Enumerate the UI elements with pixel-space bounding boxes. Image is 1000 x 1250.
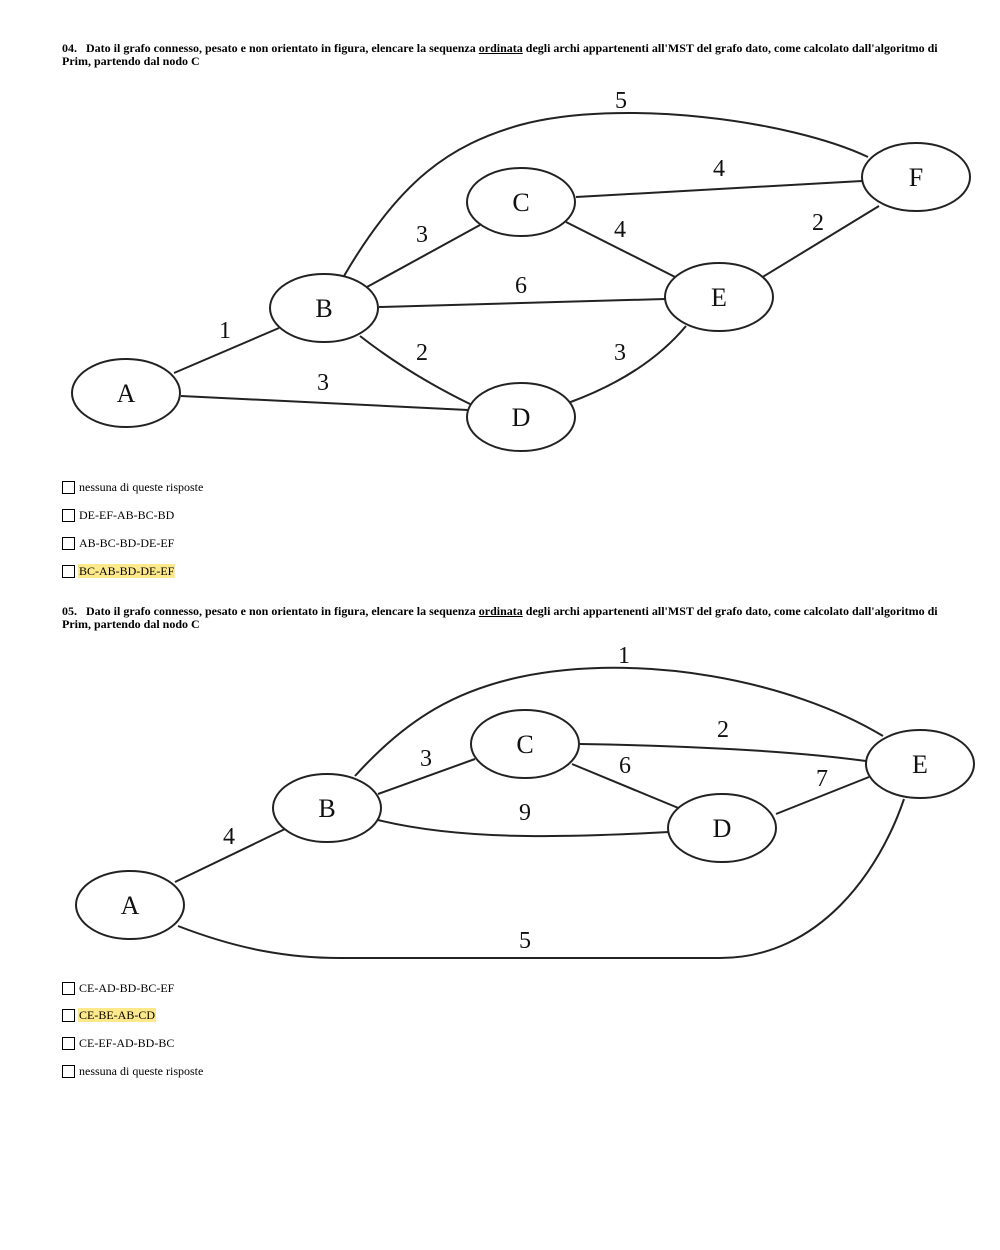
node-b	[269, 273, 379, 343]
edge-weight: 1	[618, 643, 630, 669]
checkbox[interactable]	[62, 1064, 75, 1078]
node-e	[664, 262, 774, 332]
edge-weight: 1	[219, 318, 231, 344]
edge-a-d	[180, 395, 469, 411]
edge-weight: 6	[619, 753, 631, 779]
node-label: B	[315, 294, 332, 323]
edge-weight: 2	[416, 340, 428, 366]
checkbox[interactable]	[62, 536, 75, 550]
edge-b-c	[366, 224, 481, 288]
question-number: 04.	[62, 41, 77, 55]
question-05: 05. Dato il grafo connesso, pesato e non…	[62, 605, 987, 631]
edge-b-e	[354, 666, 884, 777]
edge-weight: 3	[420, 746, 432, 772]
node-d	[466, 382, 576, 452]
edge-weight: 2	[812, 210, 824, 236]
edge-weight: 3	[416, 222, 428, 248]
answer-option[interactable]: nessuna di queste risposte	[62, 1063, 204, 1079]
answer-option[interactable]: DE-EF-AB-BC-BD	[62, 507, 175, 523]
checkbox[interactable]	[62, 480, 75, 494]
edge-weight: 5	[519, 928, 531, 954]
edge-weight: 4	[223, 824, 235, 850]
node-label: E	[912, 750, 928, 779]
answer-option[interactable]: CE-BE-AB-CD	[62, 1007, 156, 1023]
option-label-highlighted: CE-BE-AB-CD	[78, 1008, 156, 1022]
option-label: CE-AD-BD-BC-EF	[79, 981, 175, 995]
node-label: E	[711, 283, 727, 312]
node-c	[466, 167, 576, 237]
answer-option[interactable]: CE-AD-BD-BC-EF	[62, 980, 175, 996]
option-label: nessuna di queste risposte	[79, 1064, 204, 1078]
edge-weight: 5	[615, 88, 627, 114]
edge-weight: 9	[519, 800, 531, 826]
answer-option[interactable]: nessuna di queste risposte	[62, 479, 204, 495]
edge-b-d	[359, 335, 473, 406]
graph-05-svg: A B C D E 4 5 3 9 1 2 6 7	[75, 643, 975, 959]
node-label: A	[117, 379, 136, 408]
node-a	[71, 358, 181, 428]
answer-option[interactable]: AB-BC-BD-DE-EF	[62, 535, 175, 551]
node-a	[75, 870, 185, 940]
edge-a-b	[173, 327, 280, 374]
graph-04-svg: A B C D E F 1 3 3 6 2 5 4 4 2 3	[71, 88, 971, 452]
node-c	[470, 709, 580, 779]
checkbox[interactable]	[62, 981, 75, 995]
edge-b-d	[377, 819, 670, 838]
answer-option[interactable]: BC-AB-BD-DE-EF	[62, 563, 176, 579]
option-label-highlighted: BC-AB-BD-DE-EF	[78, 564, 176, 578]
node-label: C	[512, 188, 529, 217]
edge-weight: 7	[816, 766, 828, 792]
node-label: D	[713, 814, 732, 843]
node-d	[667, 793, 777, 863]
edge-a-b	[174, 828, 286, 883]
checkbox[interactable]	[62, 564, 75, 578]
checkbox[interactable]	[62, 508, 75, 522]
question-text: 04. Dato il grafo connesso, pesato e non…	[62, 41, 938, 68]
node-b	[272, 773, 382, 843]
edge-weight: 6	[515, 273, 527, 299]
node-label: D	[512, 403, 531, 432]
option-label: nessuna di queste risposte	[79, 480, 204, 494]
node-label: C	[516, 730, 533, 759]
node-label: B	[318, 794, 335, 823]
edge-d-e	[775, 776, 870, 815]
edge-c-e	[579, 743, 867, 762]
edge-c-d	[571, 763, 689, 813]
edge-b-e	[378, 298, 666, 308]
edge-weight: 2	[717, 717, 729, 743]
edge-a-e	[177, 798, 905, 959]
question-text: 05. Dato il grafo connesso, pesato e non…	[62, 604, 938, 631]
edge-e-f	[760, 205, 880, 279]
edge-weight: 4	[614, 217, 626, 243]
edge-c-f	[575, 180, 863, 198]
edge-c-e	[565, 221, 682, 281]
emphasized-word: ordinata	[478, 604, 523, 618]
option-label: CE-EF-AD-BD-BC	[79, 1036, 175, 1050]
question-04: 04. Dato il grafo connesso, pesato e non…	[62, 42, 987, 68]
graph-figure-04: A B C D E F 1 3 3 6 2 5 4 4 2 3	[0, 80, 1000, 470]
checkbox[interactable]	[62, 1008, 75, 1022]
checkbox[interactable]	[62, 1036, 75, 1050]
edge-weight: 3	[317, 370, 329, 396]
option-label: AB-BC-BD-DE-EF	[79, 536, 175, 550]
node-label: F	[909, 163, 923, 192]
option-label: DE-EF-AB-BC-BD	[79, 508, 175, 522]
question-number: 05.	[62, 604, 77, 618]
node-label: A	[121, 891, 140, 920]
node-e	[865, 729, 975, 799]
edge-b-c	[377, 758, 476, 795]
emphasized-word: ordinata	[478, 41, 523, 55]
edge-weight: 4	[713, 156, 725, 182]
edge-d-e	[567, 325, 687, 404]
edge-b-f	[343, 112, 869, 277]
graph-figure-05: A B C D E 4 5 3 9 1 2 6 7	[0, 640, 1000, 975]
edge-weight: 3	[614, 340, 626, 366]
answer-option[interactable]: CE-EF-AD-BD-BC	[62, 1035, 175, 1051]
node-f	[861, 142, 971, 212]
